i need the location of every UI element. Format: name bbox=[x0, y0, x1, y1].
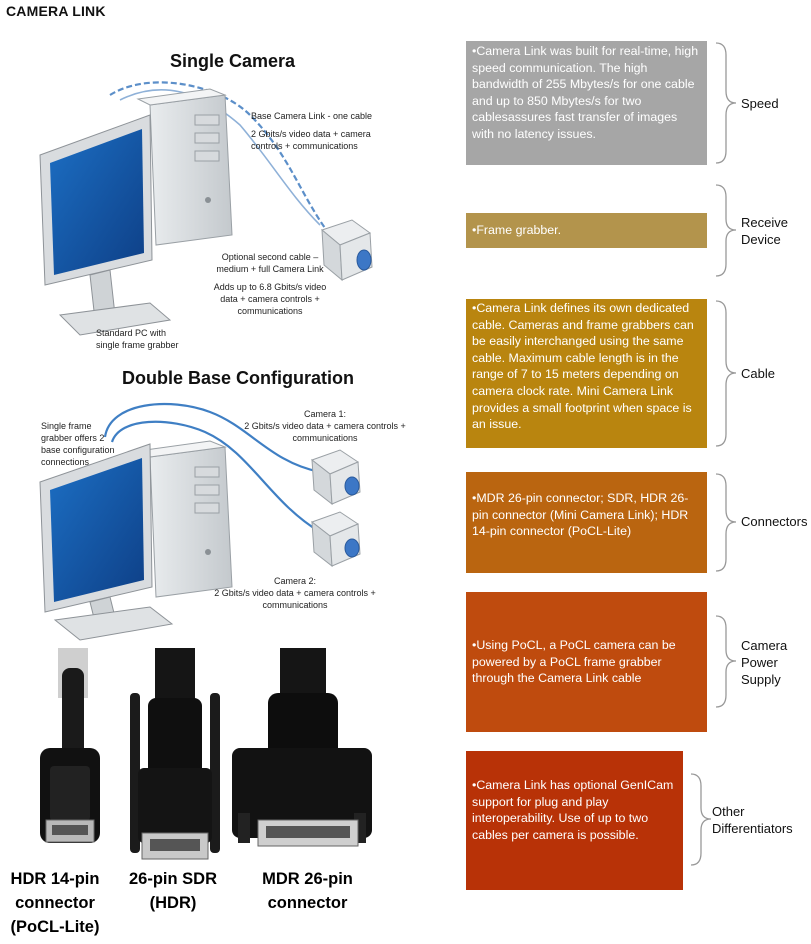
optional-cable-label-1: Optional second cable – bbox=[221, 252, 319, 262]
base-cable-detail-2: controls + communications bbox=[251, 141, 358, 151]
grabber-note-3: base configuration bbox=[41, 445, 115, 455]
base-cable-detail-1: 2 Gbits/s video data + camera bbox=[251, 129, 371, 139]
connector-label-hdr14: HDR 14-pin connector (PoCL-Lite) bbox=[10, 870, 100, 936]
feature-box-other: •Camera Link has optional GenICam suppor… bbox=[466, 751, 683, 890]
optional-cable-detail-3: communications bbox=[237, 306, 303, 316]
brace-cable bbox=[715, 300, 737, 447]
category-speed: Speed bbox=[741, 96, 779, 111]
brace-other bbox=[690, 773, 712, 866]
brace-camera-power bbox=[715, 615, 737, 708]
category-camera-power: Camera Power Supply bbox=[741, 638, 788, 687]
pc-label-2: single frame grabber bbox=[96, 340, 179, 350]
feature-box-receive-device: •Frame grabber. bbox=[466, 213, 707, 248]
feature-text-camera-power: •Using PoCL, a PoCL camera can be powere… bbox=[472, 638, 676, 686]
category-connectors: Connectors bbox=[741, 514, 808, 529]
feature-box-connectors: •MDR 26-pin connector; SDR, HDR 26-pin c… bbox=[466, 472, 707, 573]
feature-text-speed: •Camera Link was built for real-time, hi… bbox=[472, 44, 699, 141]
hdr-14-pin-connector-image bbox=[40, 648, 100, 843]
optional-cable-detail-1: Adds up to 6.8 Gbits/s video bbox=[213, 282, 327, 292]
camera2-title: Camera 2: bbox=[273, 576, 317, 586]
double-base-illustration bbox=[39, 402, 361, 641]
feature-text-other: •Camera Link has optional GenICam suppor… bbox=[472, 778, 674, 842]
camera2-detail-1: 2 Gbits/s video data + camera controls + bbox=[214, 588, 376, 598]
camera1-title: Camera 1: bbox=[303, 409, 347, 419]
brace-receive-device bbox=[715, 184, 737, 277]
optional-cable-detail-2: data + camera controls + bbox=[220, 294, 320, 304]
pc-label-1: Standard PC with bbox=[96, 328, 167, 338]
feature-text-cable: •Camera Link defines its own dedicated c… bbox=[472, 301, 694, 432]
single-camera-illustration bbox=[39, 81, 373, 336]
camera1-detail-2: communications bbox=[292, 433, 358, 443]
connector-photos bbox=[40, 648, 372, 860]
page-title: CAMERA LINK bbox=[6, 3, 106, 19]
brace-connectors bbox=[715, 473, 737, 572]
feature-text-connectors: •MDR 26-pin connector; SDR, HDR 26-pin c… bbox=[472, 491, 689, 539]
feature-box-cable: •Camera Link defines its own dedicated c… bbox=[466, 299, 707, 448]
grabber-note-2: grabber offers 2 bbox=[41, 433, 105, 443]
connector-label-sdr26: 26-pin SDR (HDR) bbox=[128, 870, 217, 912]
category-cable: Cable bbox=[741, 366, 775, 381]
base-cable-label: Base Camera Link - one cable bbox=[251, 111, 373, 121]
mdr-26-pin-connector-image bbox=[232, 648, 372, 847]
feature-box-speed: •Camera Link was built for real-time, hi… bbox=[466, 41, 707, 165]
category-receive-device: Receive Device bbox=[741, 215, 788, 247]
double-base-heading: Double Base Configuration bbox=[122, 368, 355, 388]
category-other: Other Differentiators bbox=[712, 804, 793, 836]
single-camera-heading: Single Camera bbox=[170, 51, 296, 71]
camera2-detail-2: communications bbox=[262, 600, 328, 610]
connector-label-mdr26: MDR 26-pin connector bbox=[262, 870, 353, 912]
feature-text-receive-device: •Frame grabber. bbox=[472, 223, 562, 237]
sdr-26-pin-connector-image bbox=[130, 648, 220, 860]
optional-cable-label-2: medium + full Camera Link bbox=[216, 264, 324, 274]
feature-box-camera-power: •Using PoCL, a PoCL camera can be powere… bbox=[466, 592, 707, 732]
grabber-note-1: Single frame bbox=[41, 421, 92, 431]
brace-speed bbox=[715, 42, 737, 164]
camera1-detail-1: 2 Gbits/s video data + camera controls + bbox=[244, 421, 406, 431]
grabber-note-4: connections bbox=[41, 457, 90, 467]
